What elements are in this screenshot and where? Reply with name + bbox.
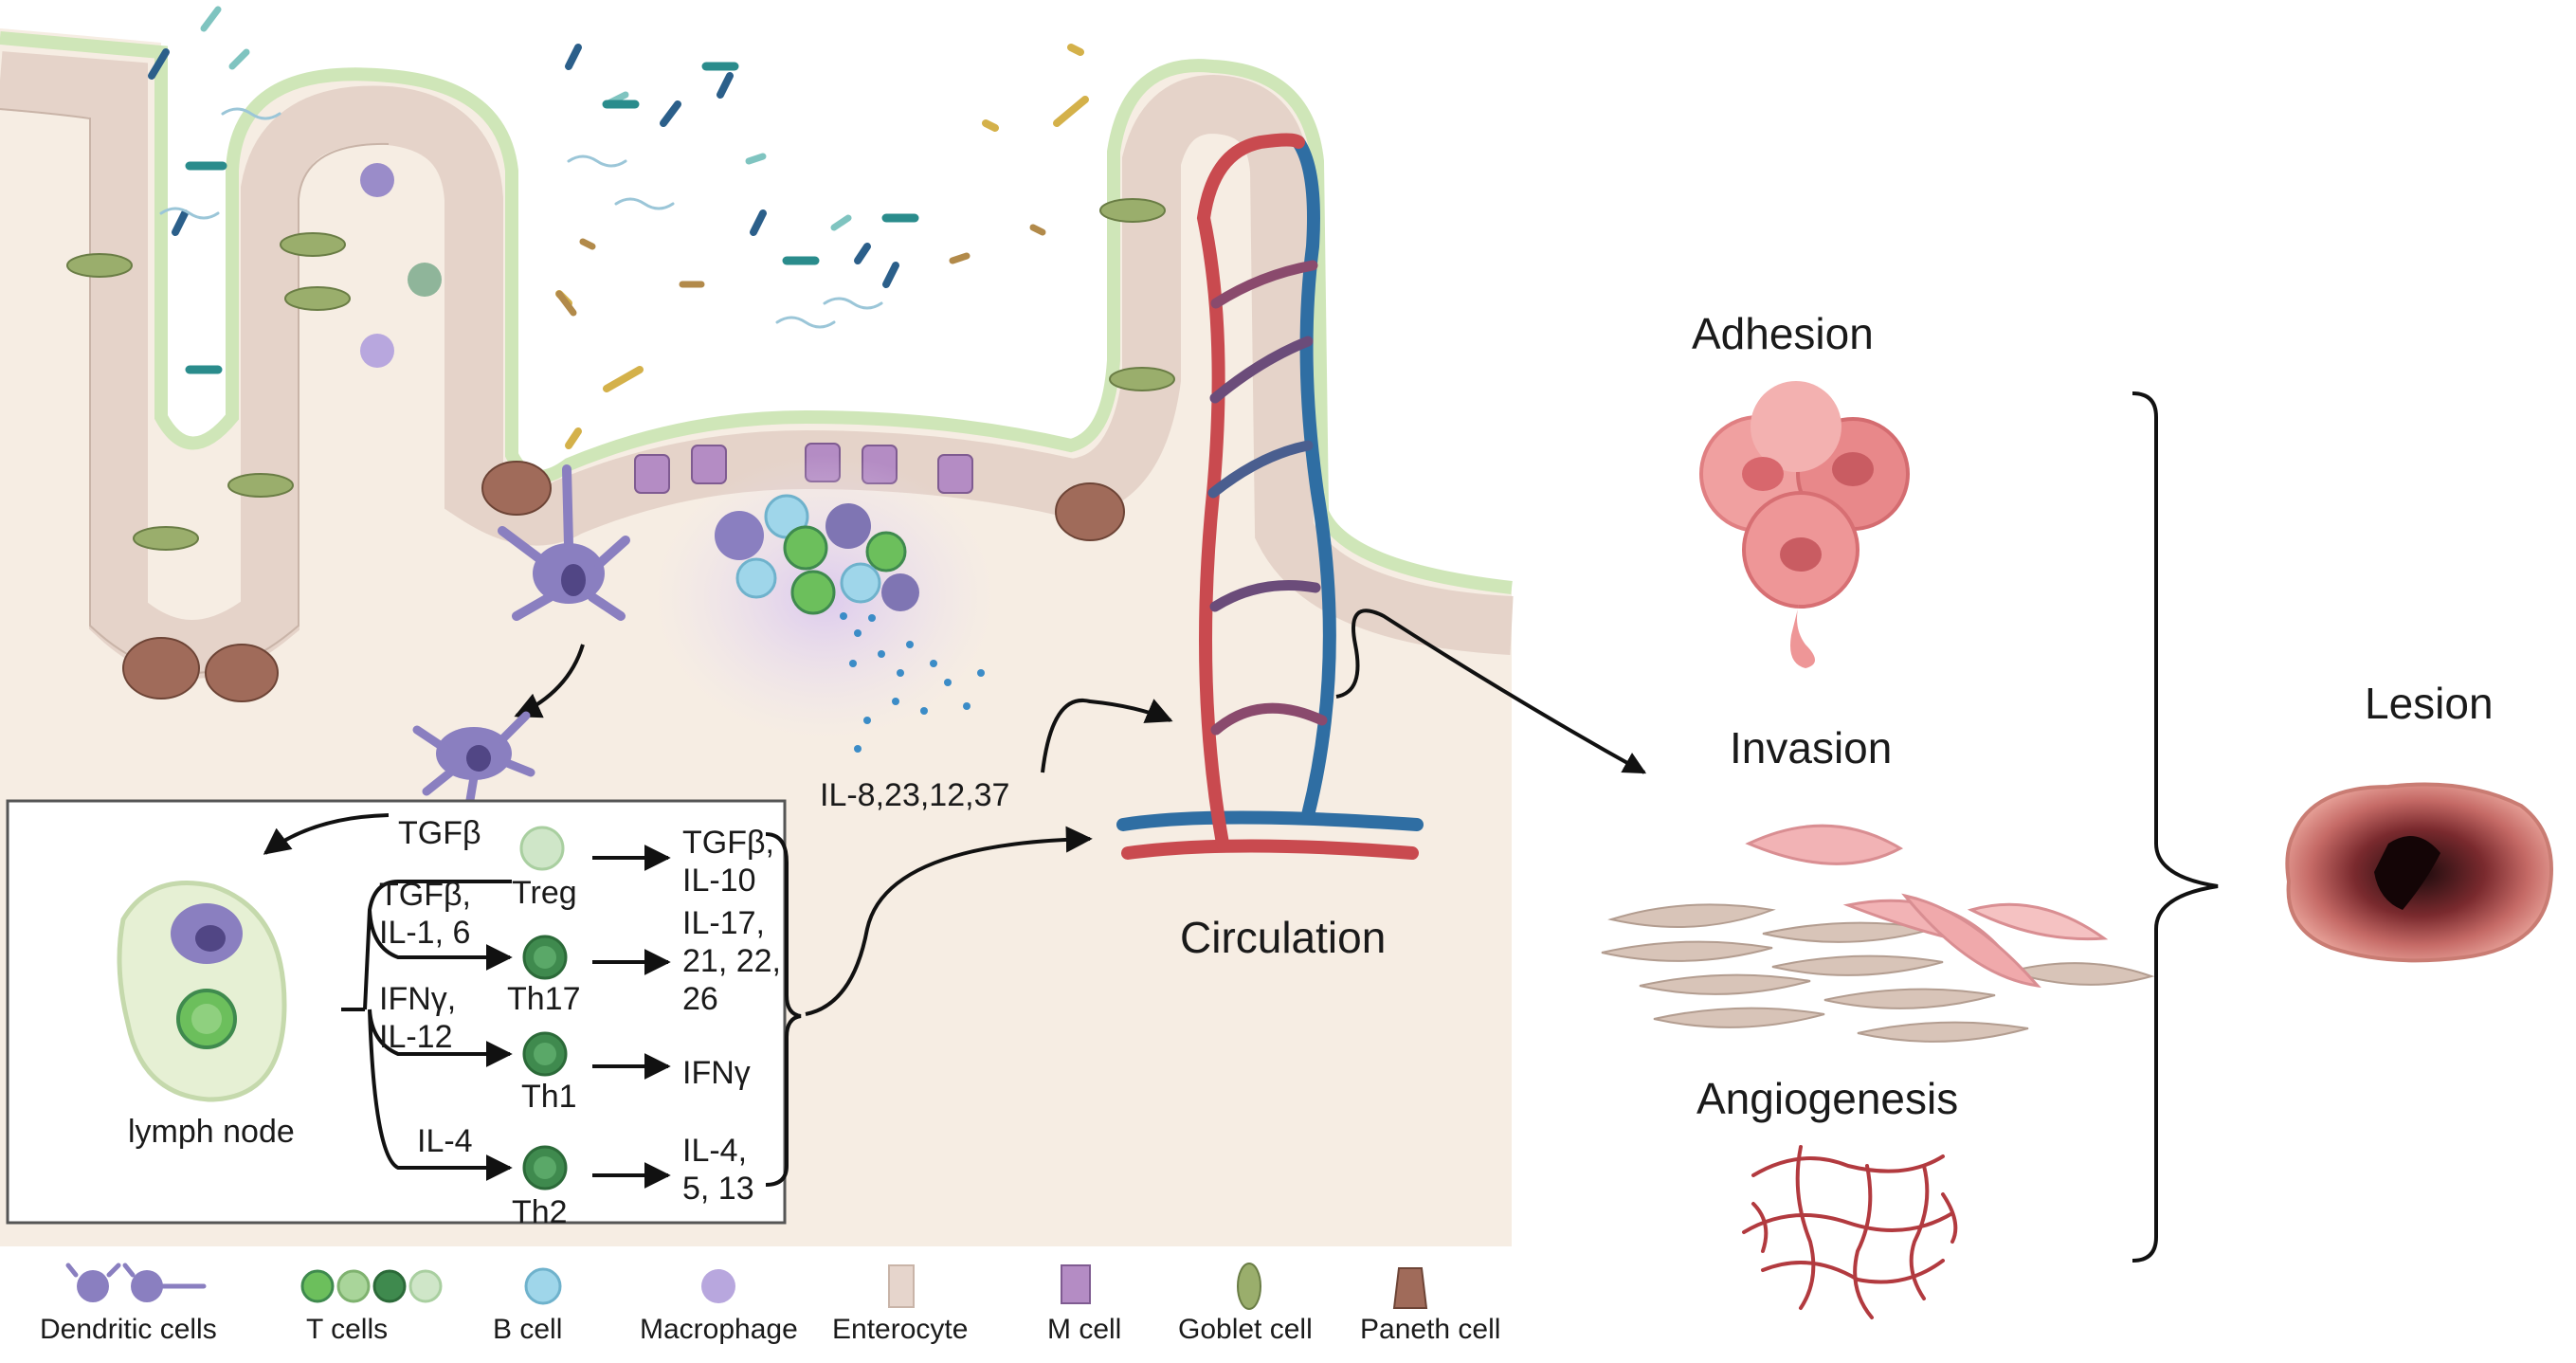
th1-input-2: IL-12 bbox=[379, 1019, 453, 1055]
adhesion-label: Adhesion bbox=[1692, 309, 1874, 358]
legend-label-macrophage: Macrophage bbox=[640, 1314, 798, 1345]
cytokine-bracket bbox=[765, 832, 802, 1187]
legend-macrophage-icon bbox=[701, 1269, 735, 1303]
dendritic-cell-migrating bbox=[412, 711, 535, 810]
legend: Dendritic cells T cells B cell Macrophag… bbox=[40, 1263, 1500, 1345]
mucus-layer bbox=[0, 31, 1513, 594]
th1-output: IFNγ bbox=[682, 1055, 751, 1091]
legend-label-tcells: T cells bbox=[306, 1314, 388, 1345]
legend-paneth-icon bbox=[1392, 1267, 1428, 1309]
differentiation-branches bbox=[341, 880, 512, 1170]
legend-label-enterocyte: Enterocyte bbox=[832, 1314, 968, 1345]
angiogenesis-icon bbox=[1742, 1145, 1958, 1319]
legend-goblet-icon bbox=[1237, 1263, 1261, 1310]
treg-input-1: TGFβ, bbox=[379, 877, 471, 913]
treg-label: Treg bbox=[512, 875, 577, 911]
cytokines-label: IL-8,23,12,37 bbox=[820, 777, 1009, 813]
th17-label: Th17 bbox=[507, 981, 581, 1017]
treg-output-2: IL-10 bbox=[682, 863, 756, 899]
th17-output-2: 21, 22, bbox=[682, 943, 781, 979]
lymph-node-panel: TGFβ lymph node TGFβ, IL-1, 6 IFNγ, IL-1… bbox=[6, 799, 802, 1230]
treg-output-1: TGFβ, bbox=[682, 825, 774, 861]
th2-output-1: IL-4, bbox=[682, 1133, 747, 1169]
dendritic-cell-mucosa bbox=[498, 464, 630, 621]
immune-cell-cluster bbox=[654, 455, 995, 753]
gut-bacteria bbox=[148, 6, 1089, 449]
th2-label: Th2 bbox=[512, 1194, 568, 1230]
invasion-cells-icon bbox=[1601, 824, 2155, 1043]
treg-input-2: IL-1, 6 bbox=[379, 915, 470, 951]
legend-tcell-icon bbox=[300, 1269, 443, 1303]
arrow-to-outcomes bbox=[1335, 609, 1647, 774]
th2-output-2: 5, 13 bbox=[682, 1171, 754, 1207]
arrow-to-circulation-upper bbox=[1041, 698, 1173, 773]
th17-output-3: 26 bbox=[682, 981, 718, 1017]
angiogenesis-label: Angiogenesis bbox=[1696, 1074, 1958, 1123]
legend-label-dendritic: Dendritic cells bbox=[40, 1314, 217, 1345]
circulation-label: Circulation bbox=[1180, 913, 1386, 962]
outcomes-brace bbox=[2132, 391, 2219, 1263]
th2-input: IL-4 bbox=[417, 1123, 473, 1159]
arrow-to-circulation-lower bbox=[805, 826, 1093, 1016]
tgfb-label-top: TGFβ bbox=[398, 815, 481, 851]
legend-label-goblet: Goblet cell bbox=[1178, 1314, 1313, 1345]
blood-vessels bbox=[1116, 133, 1424, 860]
legend-enterocyte-icon bbox=[888, 1264, 915, 1308]
legend-dendritic-icon bbox=[65, 1263, 207, 1302]
lesion-label: Lesion bbox=[2365, 679, 2494, 728]
legend-bcell-icon bbox=[524, 1267, 562, 1305]
legend-label-mcell: M cell bbox=[1047, 1314, 1121, 1345]
paneth-cells bbox=[122, 461, 1125, 702]
goblet-cells bbox=[66, 198, 1175, 551]
arrow-dc-migration bbox=[514, 644, 585, 718]
adhesion-cells-icon bbox=[1699, 381, 1910, 668]
invasion-label: Invasion bbox=[1730, 723, 1892, 772]
lymph-node-icon: lymph node bbox=[117, 881, 295, 1150]
lesion-icon bbox=[2285, 782, 2553, 963]
intestinal-lumen bbox=[0, 0, 1512, 588]
legend-mcell-icon bbox=[1061, 1264, 1091, 1304]
treg-cell bbox=[519, 826, 565, 871]
th1-label: Th1 bbox=[521, 1079, 577, 1115]
lymph-node-label: lymph node bbox=[128, 1114, 295, 1150]
legend-label-bcell: B cell bbox=[493, 1314, 562, 1345]
arrow-tgfb-to-node bbox=[263, 813, 390, 855]
th1-input-1: IFNγ, bbox=[379, 981, 456, 1017]
legend-label-paneth: Paneth cell bbox=[1360, 1314, 1500, 1345]
th17-output-1: IL-17, bbox=[682, 905, 765, 941]
